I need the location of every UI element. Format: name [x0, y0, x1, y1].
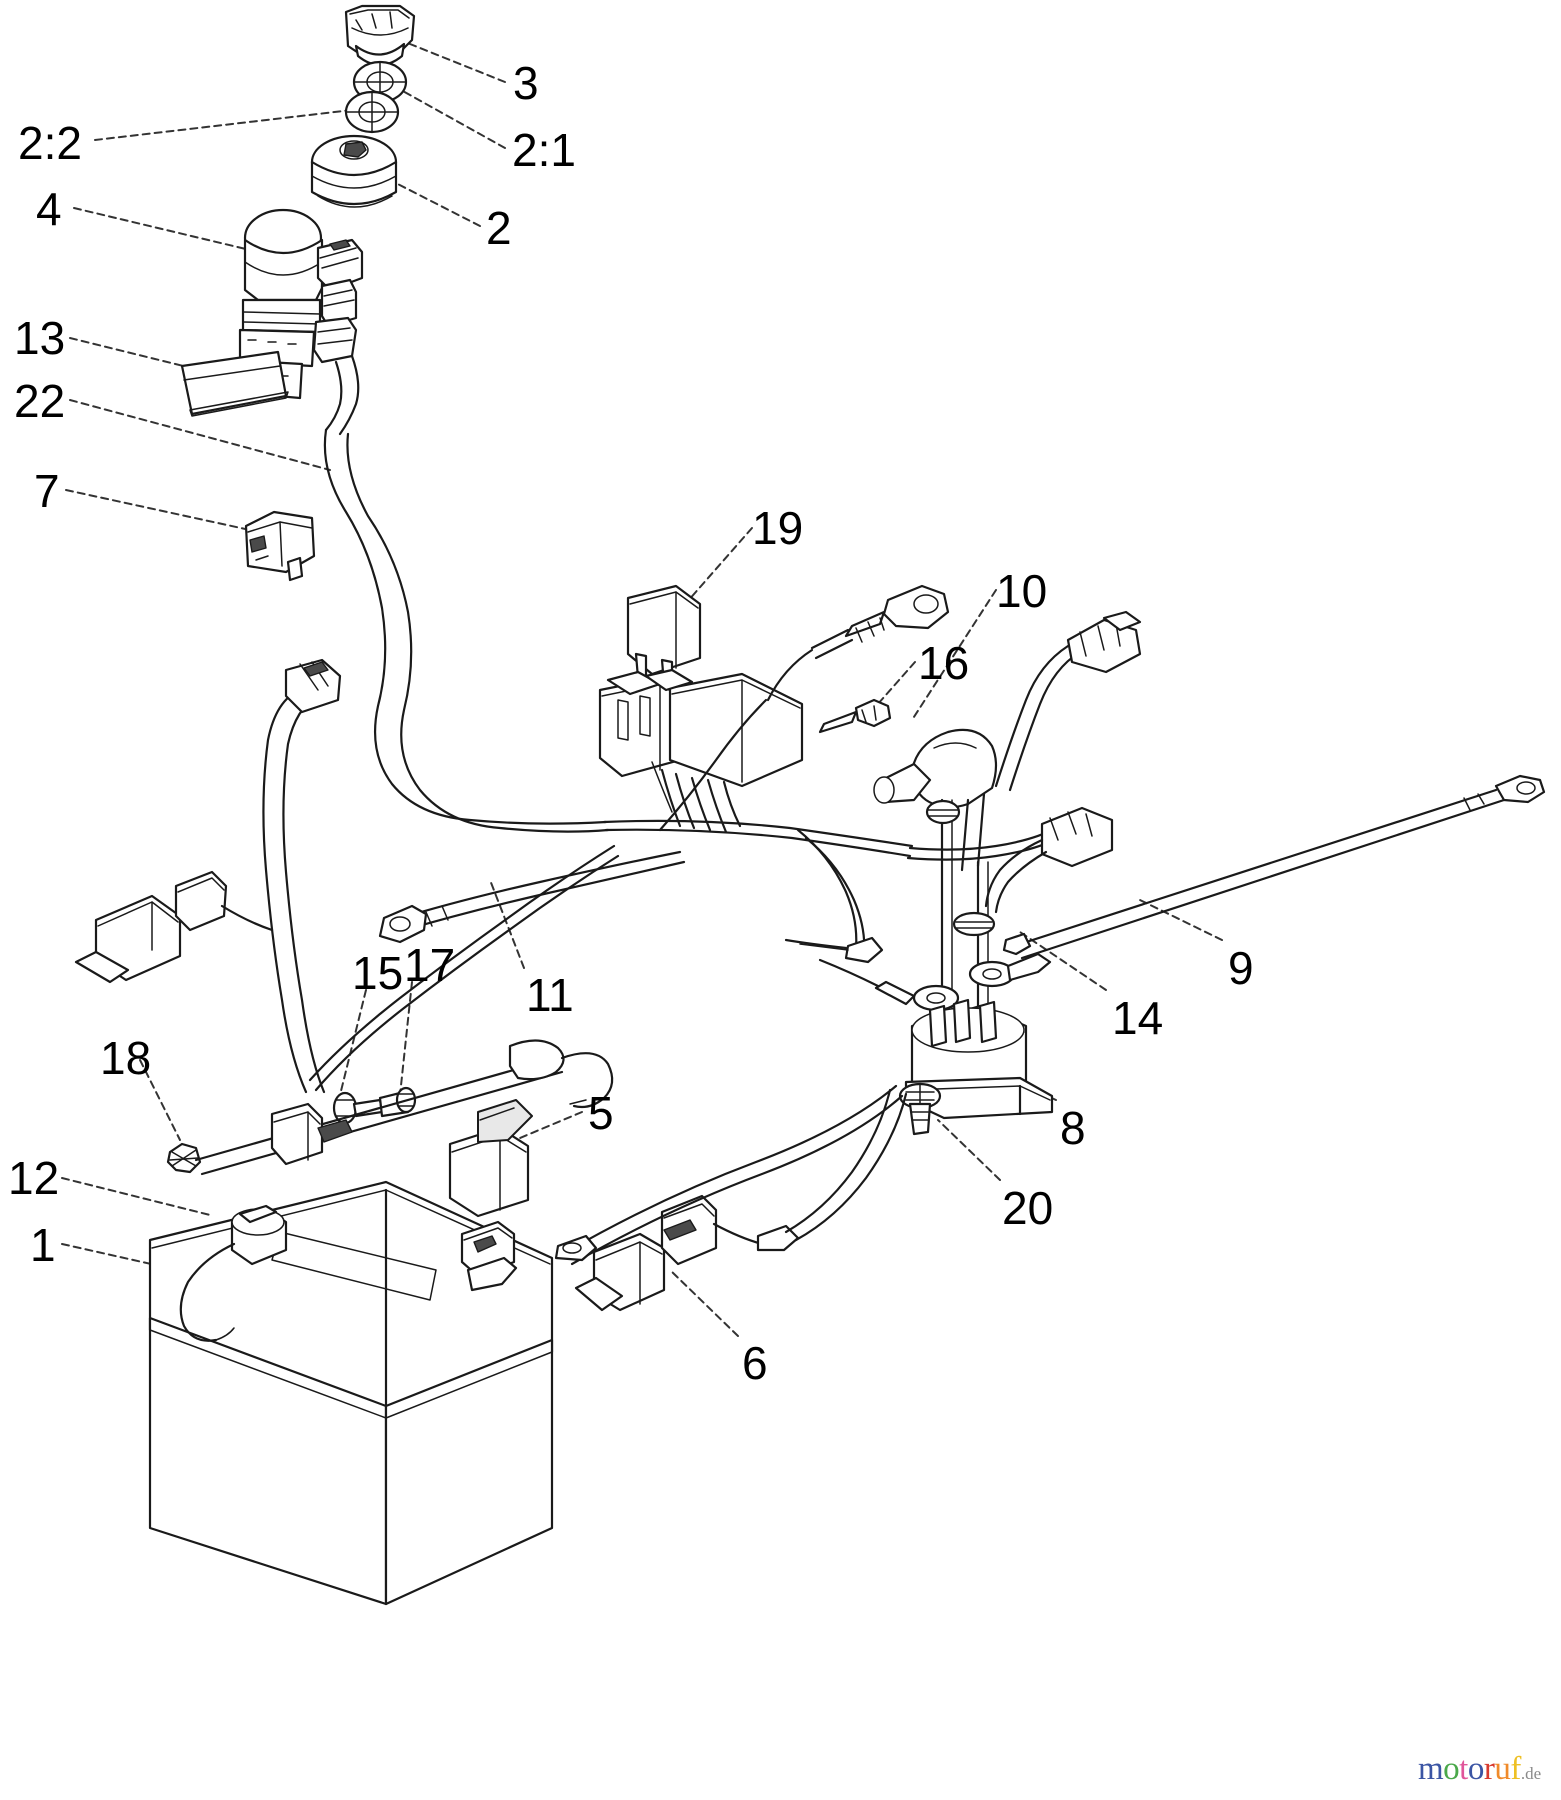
callout-number-2-1: 2:1: [512, 124, 576, 176]
part-17-bolt: [378, 1086, 417, 1118]
leader-line-20: [937, 1119, 1001, 1181]
watermark-suffix: .de: [1520, 1764, 1542, 1783]
callout-number-10: 10: [996, 565, 1048, 617]
left-branch-harness: [262, 658, 342, 1094]
watermark-letter: f: [1510, 1751, 1521, 1787]
callout-number-16: 16: [918, 637, 970, 689]
callout-number-2-2: 2:2: [18, 117, 82, 169]
leader-line-2-2: [94, 109, 353, 141]
part-16-bolt: [818, 698, 892, 734]
part-20-bolt: [898, 1082, 942, 1136]
leader-line-17: [399, 981, 413, 1096]
leader-line-18: [139, 1059, 181, 1141]
callout-number-19: 19: [752, 502, 804, 554]
harness-loop-lower-left: [308, 698, 768, 1092]
extra-branch-wires: [784, 828, 884, 964]
part-1-battery: [148, 1180, 554, 1606]
part-3-cap-assembly: [344, 4, 416, 67]
leader-line-19: [679, 527, 753, 611]
leader-line-15: [339, 989, 367, 1096]
leader-line-10: [911, 589, 997, 721]
leader-line-3: [399, 39, 506, 83]
callout-number-18: 18: [100, 1032, 152, 1084]
leader-line-1: [61, 1243, 161, 1267]
watermark-letter: u: [1494, 1751, 1511, 1787]
leader-line-2-1: [391, 84, 506, 149]
leader-line-4: [73, 207, 251, 251]
leader-line-9: [1139, 899, 1223, 941]
leader-line-7: [65, 489, 251, 531]
negative-cable: [554, 1084, 904, 1266]
callout-number-11: 11: [526, 969, 574, 1021]
callout-number-20: 20: [1002, 1182, 1054, 1234]
callout-number-15: 15: [352, 947, 404, 999]
callout-number-1: 1: [30, 1219, 56, 1271]
callout-number-2: 2: [486, 202, 512, 254]
leader-line-11: [489, 879, 525, 969]
part-2-2-washer: [344, 90, 400, 134]
callout-number-6: 6: [742, 1337, 768, 1389]
callout-number-4: 4: [36, 183, 62, 235]
watermark-letter: r: [1483, 1751, 1495, 1787]
part-12-holddown-rod: [194, 1039, 614, 1176]
part-5-connector: [448, 1099, 533, 1218]
leader-line-22: [69, 399, 331, 471]
watermark-letter: m: [1418, 1751, 1444, 1787]
part-14-solenoid-stack: [818, 798, 1052, 1012]
callout-number-12: 12: [8, 1152, 60, 1204]
callout-number-9: 9: [1228, 942, 1254, 994]
leader-line-12: [61, 1177, 211, 1216]
part-10-battery-cable: [766, 584, 950, 702]
leader-line-14: [1019, 931, 1107, 991]
part-13-22-plate: [180, 350, 289, 417]
part-2-ignition-switch-body: [310, 134, 398, 208]
watermark-letter: o: [1443, 1751, 1460, 1787]
part-9-long-cable: [1002, 774, 1546, 960]
left-lower-connectors: [74, 870, 274, 984]
part-6-connectors: [574, 1088, 908, 1312]
callout-number-13: 13: [14, 312, 66, 364]
relay-holder-block: [598, 668, 804, 834]
callout-number-22: 22: [14, 375, 66, 427]
watermark-letter: o: [1467, 1751, 1485, 1787]
callout-number-14: 14: [1112, 992, 1164, 1044]
watermark-letters: motoruf: [1418, 1751, 1521, 1787]
part-10-boot-connector: [873, 610, 1142, 914]
leader-line-2: [385, 177, 481, 227]
leader-line-6: [669, 1269, 739, 1337]
part-8-solenoid: [898, 998, 1054, 1136]
part-18-nut: [166, 1142, 202, 1174]
callout-number-7: 7: [34, 465, 60, 517]
leader-line-5: [519, 1111, 583, 1139]
callout-number-17: 17: [404, 939, 456, 991]
part-7-module: [244, 510, 316, 582]
callout-number-5: 5: [588, 1087, 614, 1139]
motoruf-watermark: motoruf.de: [1418, 1753, 1541, 1786]
callout-number-3: 3: [513, 57, 539, 109]
part-11-harness-ring-lug: [378, 850, 686, 944]
watermark-letter: t: [1459, 1751, 1468, 1787]
callout-number-8: 8: [1060, 1102, 1086, 1154]
